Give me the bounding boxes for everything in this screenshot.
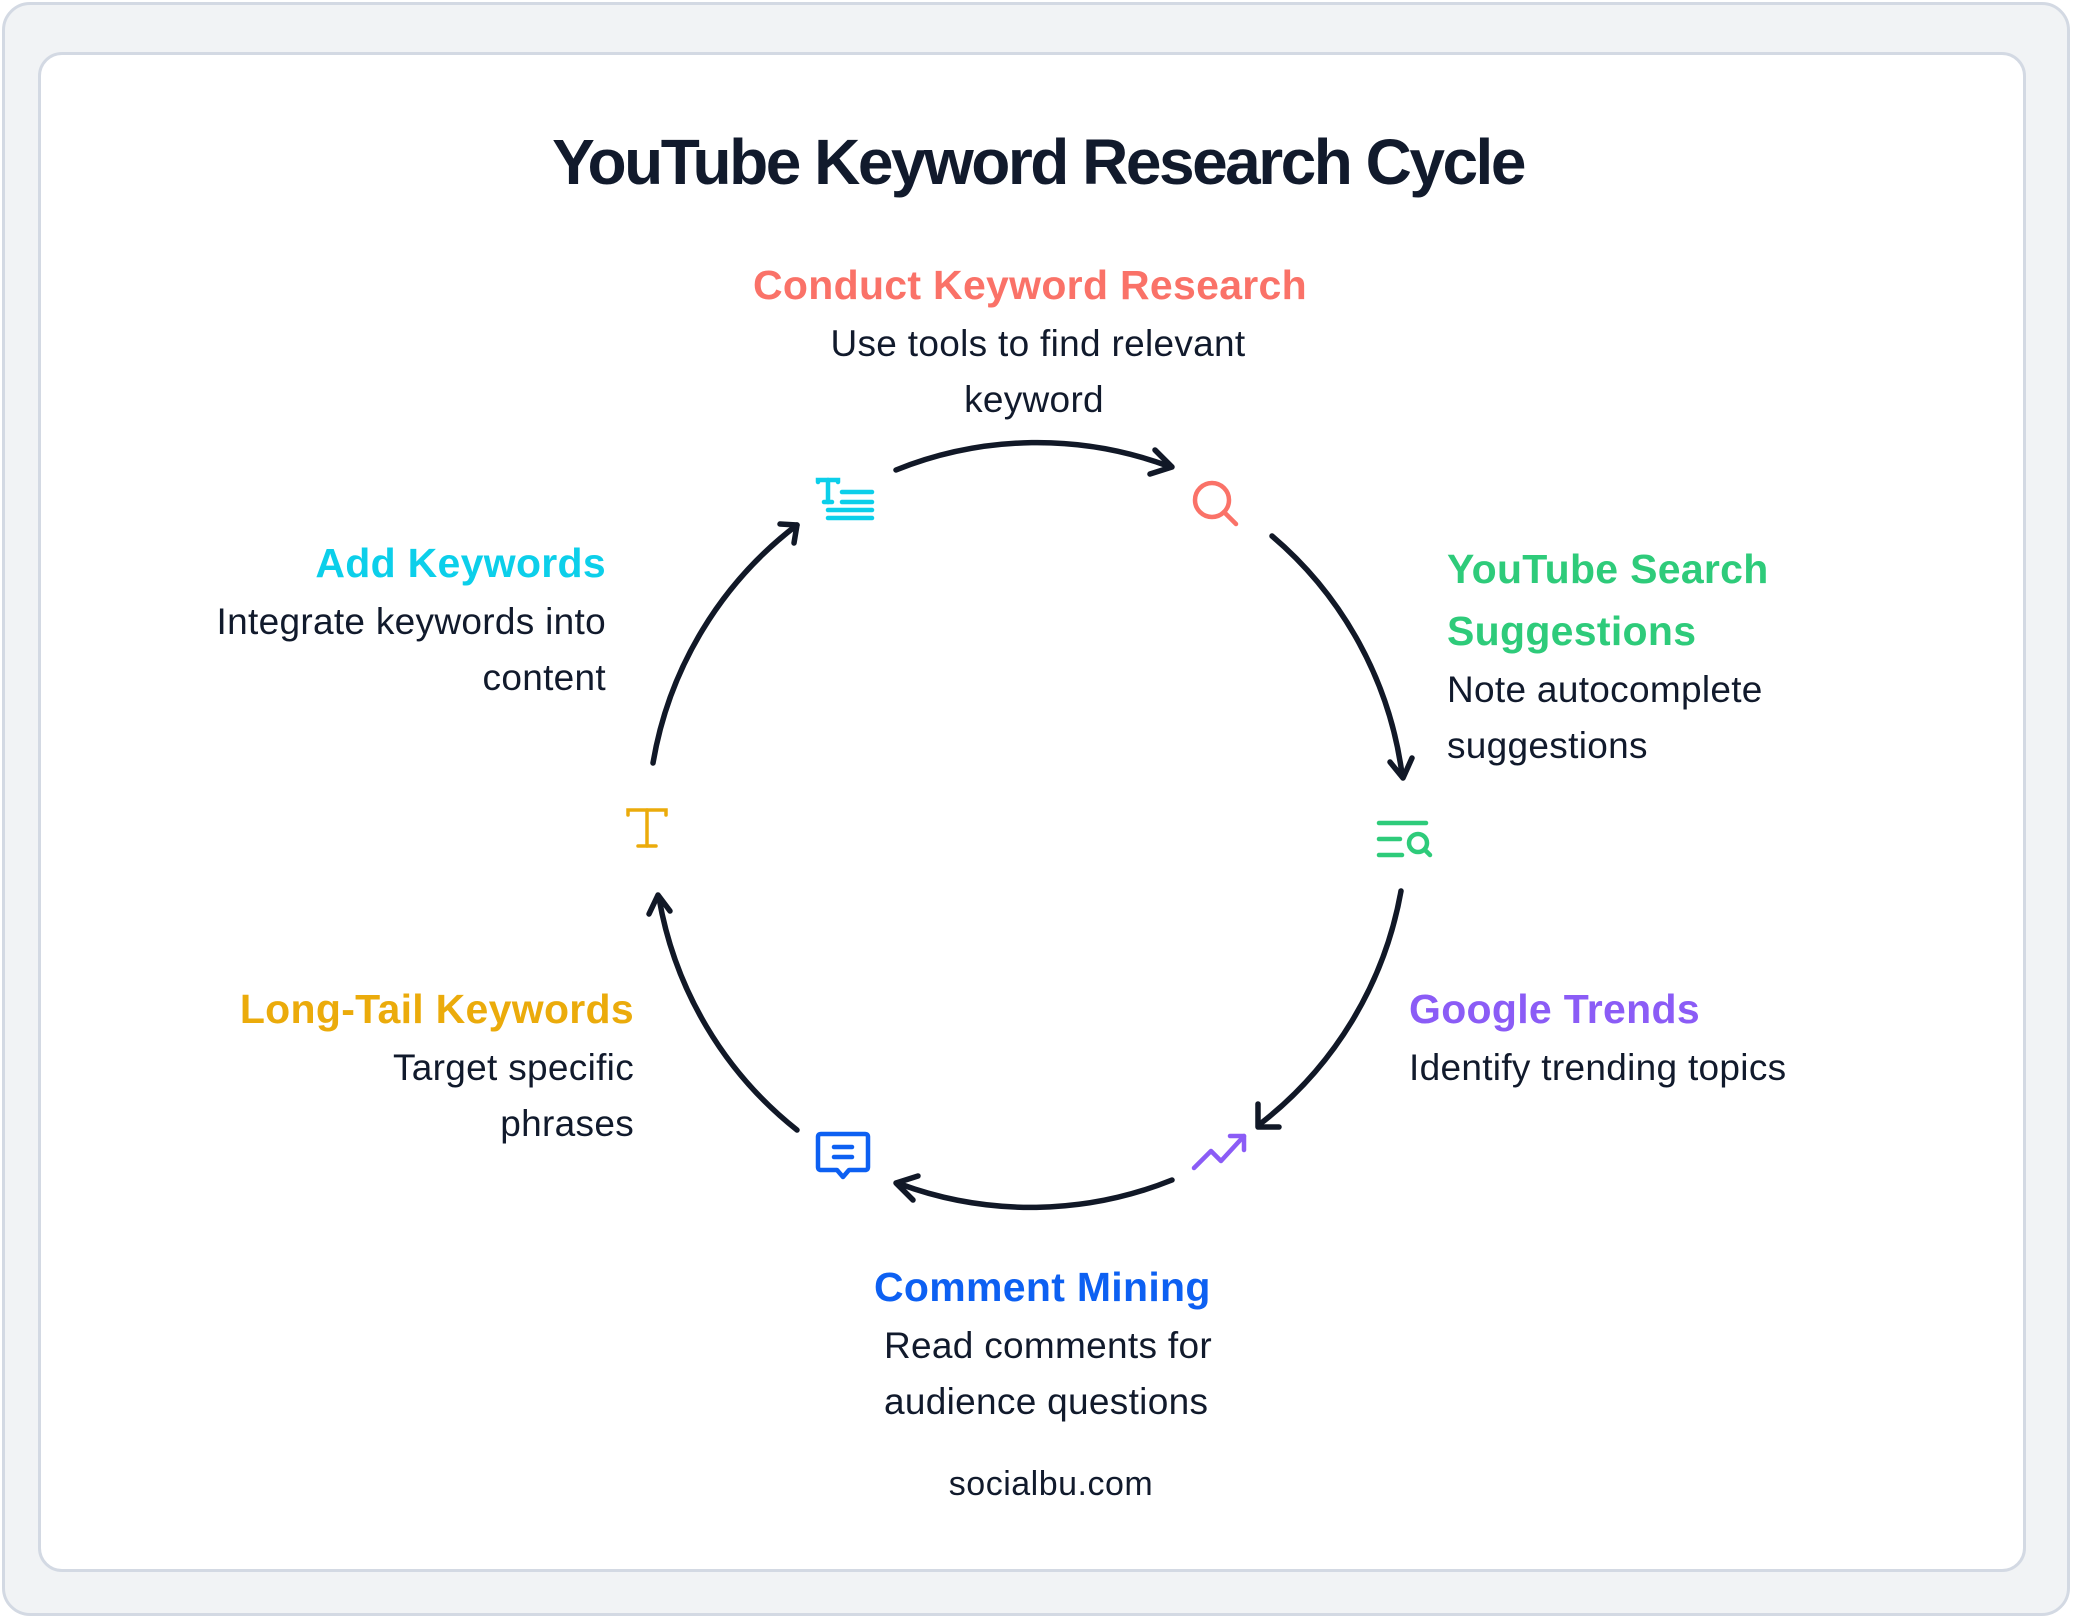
step-title: Conduct Keyword Research [753, 262, 1307, 308]
arrow-add-to-research [893, 439, 1171, 473]
page-title: YouTube Keyword Research Cycle [552, 126, 1526, 198]
step-description: Identify trending topics [1409, 1047, 1787, 1088]
arrow-longtail-to-add [650, 522, 800, 766]
step-description: Note autocomplete [1447, 669, 1763, 710]
step-description: content [482, 657, 606, 698]
step-title: Add Keywords [315, 540, 606, 586]
step-comment-mining: Comment Mining Read comments for audienc… [874, 1256, 1212, 1430]
arrow-suggestions-to-trends [1257, 888, 1404, 1127]
step-description: suggestions [1447, 725, 1648, 766]
step-add-keywords: Add Keywords Integrate keywords into con… [217, 532, 606, 706]
step-description: phrases [500, 1103, 634, 1144]
arrow-trends-to-comment [897, 1177, 1175, 1211]
source-credit: socialbu.com [948, 1465, 1154, 1503]
step-conduct-keyword-research: Conduct Keyword Research Use tools to fi… [730, 254, 1330, 428]
step-description: Read comments for [884, 1325, 1212, 1366]
step-description: audience questions [884, 1381, 1209, 1422]
arrow-comment-to-longtail [656, 895, 800, 1133]
step-description: Use tools to find relevant [830, 323, 1246, 364]
step-title: Long-Tail Keywords [239, 986, 634, 1032]
search-icon [1192, 480, 1239, 527]
step-title: Suggestions [1447, 608, 1697, 654]
step-title: Comment Mining [874, 1264, 1211, 1310]
list-search-icon [1376, 820, 1433, 858]
step-description: keyword [964, 379, 1104, 420]
step-description: Integrate keywords into [216, 601, 606, 642]
typography-icon [626, 808, 668, 848]
comment-icon [815, 1131, 871, 1180]
step-title: Google Trends [1409, 986, 1700, 1032]
step-title: YouTube Search [1447, 546, 1769, 592]
step-description: Target specific [393, 1047, 634, 1088]
step-long-tail-keywords: Long-Tail Keywords Target specific phras… [240, 978, 634, 1152]
text-lines-icon [815, 477, 875, 521]
diagram-card [38, 52, 2026, 1572]
step-youtube-search-suggestions: YouTube Search Suggestions Note autocomp… [1447, 538, 1769, 774]
step-google-trends: Google Trends Identify trending topics [1409, 978, 1786, 1096]
arrow-research-to-suggestions [1269, 533, 1405, 777]
trending-up-icon [1191, 1133, 1247, 1171]
